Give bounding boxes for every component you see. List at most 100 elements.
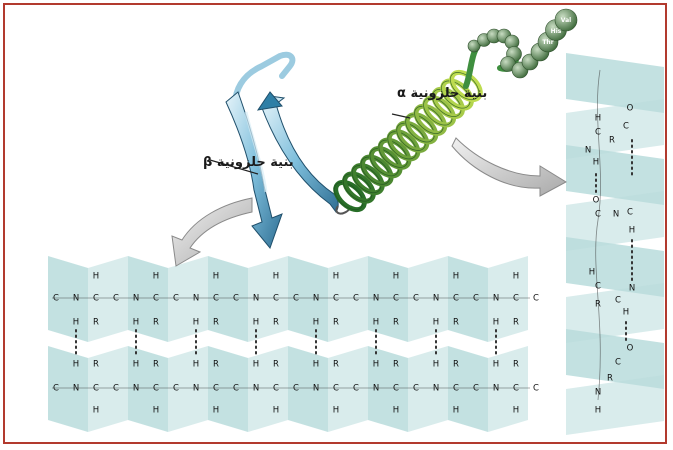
hydrogen-atom: H (253, 360, 259, 370)
backbone-atom: C (173, 294, 179, 304)
helix-atom: N (629, 284, 635, 294)
hydrogen-atom: H (373, 360, 379, 370)
helix-atom: O (627, 344, 634, 354)
helix-atom: H (589, 268, 595, 278)
helix-atom: C (623, 122, 629, 132)
backbone-atom: C (93, 294, 99, 304)
helix-atom: H (595, 114, 601, 124)
backbone-atom: C (173, 384, 179, 394)
side-chain: R (213, 360, 219, 370)
side-chain: R (273, 360, 279, 370)
backbone-atom: N (73, 294, 79, 304)
side-chain: R (333, 360, 339, 370)
residue-label: Thr (542, 39, 553, 46)
backbone-atom: C (213, 294, 219, 304)
backbone-atom: C (293, 384, 299, 394)
backbone-atom: C (413, 294, 419, 304)
side-chain: R (333, 318, 339, 328)
hydrogen-atom: H (153, 272, 159, 282)
helix-atom: C (627, 208, 633, 218)
helix-atom: H (629, 226, 635, 236)
helix-atom: C (615, 296, 621, 306)
backbone-atom: N (193, 294, 199, 304)
residue-label: His (551, 28, 562, 35)
hydrogen-atom: H (373, 318, 379, 328)
helix-atom: R (595, 300, 601, 310)
side-chain: R (393, 318, 399, 328)
backbone-atom: N (493, 384, 499, 394)
hydrogen-atom: H (513, 406, 519, 416)
hydrogen-atom: H (133, 318, 139, 328)
backbone-atom: C (353, 384, 359, 394)
hydrogen-atom: H (393, 406, 399, 416)
beta-strand-ribbon (226, 55, 338, 248)
hydrogen-atom: H (493, 318, 499, 328)
hydrogen-atom: H (213, 406, 219, 416)
backbone-atom: N (133, 384, 139, 394)
backbone-atom: C (453, 294, 459, 304)
backbone-atom: N (373, 294, 379, 304)
hydrogen-atom: H (213, 272, 219, 282)
backbone-atom: C (333, 294, 339, 304)
hydrogen-atom: H (193, 318, 199, 328)
hydrogen-atom: H (493, 360, 499, 370)
hydrogen-atom: H (153, 406, 159, 416)
helix-atom: R (607, 374, 613, 384)
hydrogen-atom: H (453, 272, 459, 282)
side-chain: R (93, 318, 99, 328)
hydrogen-atom: H (313, 360, 319, 370)
backbone-atom: C (213, 384, 219, 394)
helix-atom: R (609, 136, 615, 146)
backbone-atom: C (153, 294, 159, 304)
hydrogen-atom: H (453, 406, 459, 416)
side-chain: R (393, 360, 399, 370)
hydrogen-atom: H (73, 318, 79, 328)
backbone-atom: C (233, 294, 239, 304)
side-chain: R (513, 318, 519, 328)
hydrogen-atom: H (273, 406, 279, 416)
backbone-atom: N (313, 294, 319, 304)
backbone-atom: N (433, 384, 439, 394)
hydrogen-atom: H (433, 360, 439, 370)
backbone-atom: C (53, 384, 59, 394)
backbone-atom: C (53, 294, 59, 304)
side-chain: R (153, 360, 159, 370)
side-chain: R (153, 318, 159, 328)
helix-atom: O (627, 104, 634, 114)
sheet-panel (566, 375, 664, 435)
hydrogen-atom: H (333, 272, 339, 282)
backbone-atom: N (73, 384, 79, 394)
helix-atom: H (595, 406, 601, 416)
backbone-atom: C (533, 294, 539, 304)
side-chain: R (453, 360, 459, 370)
helix-atom: N (613, 210, 619, 220)
side-chain: R (453, 318, 459, 328)
helix-atom: O (593, 196, 600, 206)
backbone-atom: C (293, 294, 299, 304)
backbone-atom: N (493, 294, 499, 304)
hydrogen-atom: H (93, 406, 99, 416)
hydrogen-atom: H (313, 318, 319, 328)
beta-structure-label: بنية حلزونية β (203, 155, 294, 170)
backbone-atom: C (393, 294, 399, 304)
hydrogen-atom: H (133, 360, 139, 370)
hydrogen-atom: H (393, 272, 399, 282)
hydrogen-atom: H (273, 272, 279, 282)
backbone-atom: C (333, 384, 339, 394)
hydrogen-atom: H (73, 360, 79, 370)
helix-atom: C (615, 358, 621, 368)
backbone-atom: C (473, 294, 479, 304)
side-chain: R (93, 360, 99, 370)
backbone-atom: C (273, 384, 279, 394)
helix-atom: N (585, 146, 591, 156)
backbone-atom: C (113, 384, 119, 394)
hydrogen-atom: H (333, 406, 339, 416)
backbone-atom: N (253, 384, 259, 394)
backbone-atom: N (313, 384, 319, 394)
helix-backbone-background (566, 53, 664, 435)
hydrogen-atom: H (513, 272, 519, 282)
backbone-atom: N (193, 384, 199, 394)
hydrogen-atom: H (253, 318, 259, 328)
backbone-atom: N (253, 294, 259, 304)
